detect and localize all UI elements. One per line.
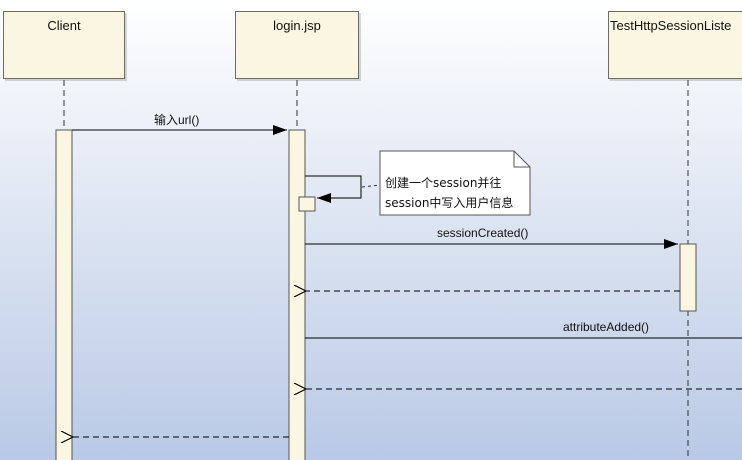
self-message-arrow	[305, 175, 362, 203]
listener-lifeline-head: TestHttpSessionListe	[608, 11, 742, 79]
login-activation-bar	[288, 129, 306, 460]
listener-lifeline-label: TestHttpSessionListe	[610, 18, 732, 33]
note-connector	[361, 184, 381, 188]
self-call-activation-bar	[298, 196, 316, 212]
note-line-1: 创建一个session并往	[385, 176, 502, 190]
listener-activation-bar	[679, 243, 697, 312]
note-box	[379, 150, 531, 216]
input-url-message-label: 输入url()	[154, 113, 200, 127]
login-lifeline-head: login.jsp	[235, 11, 359, 79]
note-line-2: session中写入用户信息	[385, 196, 514, 210]
client-lifeline-label: Client	[47, 18, 81, 33]
client-activation-bar	[55, 129, 73, 460]
attribute-added-message-label: attributeAdded()	[563, 320, 650, 334]
note-fold	[513, 151, 530, 168]
session-created-message-label: sessionCreated()	[437, 226, 529, 240]
login-lifeline-label: login.jsp	[273, 18, 321, 33]
note-text: 创建一个session并往 session中写入用户信息	[385, 173, 525, 213]
client-lifeline-head: Client	[3, 11, 125, 79]
